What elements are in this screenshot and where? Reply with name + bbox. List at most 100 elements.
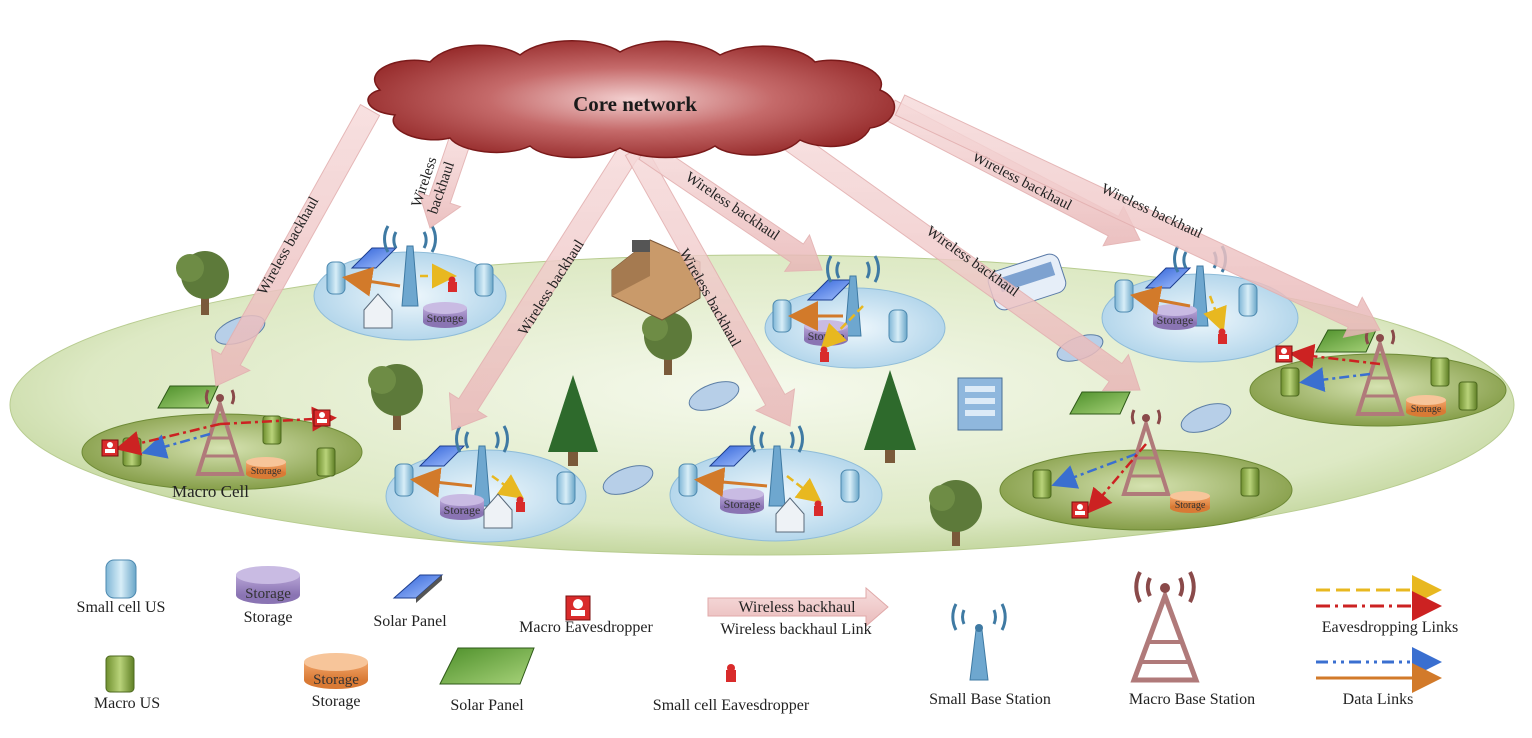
legend-macro-us: Macro US <box>94 695 160 712</box>
tree-icon <box>642 312 692 375</box>
storage-icon-text: Storage <box>1411 404 1442 415</box>
storage-icon-text: Storage <box>251 466 282 477</box>
macro-eavesdropper-icon <box>101 439 119 457</box>
house-icon <box>363 293 393 329</box>
office-building-icon <box>957 377 1003 431</box>
legend-small-cell-eavesdropper: Small cell Eavesdropper <box>653 697 810 714</box>
legend-data-links: Data Links <box>1343 691 1414 708</box>
tree-icon <box>368 364 423 430</box>
eavesdropping-link-yellow <box>786 475 822 504</box>
small-base-station-icon <box>951 603 1007 681</box>
small-cell-us-icon <box>474 263 494 297</box>
storage-orange-icon: Storage <box>1170 491 1210 513</box>
macro-us-icon <box>1280 367 1300 397</box>
small-cell-us-icon <box>678 463 698 497</box>
small-cell-us-icon <box>772 299 792 333</box>
macro-us-icon <box>1430 357 1450 387</box>
small-cell: Storage <box>1101 245 1299 363</box>
eavesdropping-link-red <box>1086 443 1147 514</box>
wireless-backhaul-arrow-icon: Wireless backhaul <box>707 586 889 628</box>
small-base-station-icon <box>826 255 880 337</box>
macro-base-station-icon <box>1355 329 1405 416</box>
small-cell-eavesdropper-icon <box>814 500 823 516</box>
storage-purple-icon: Storage <box>804 320 848 346</box>
car-icon <box>1180 403 1232 433</box>
legend-eavesdropping-links: Eavesdropping Links <box>1322 619 1458 636</box>
small-cell-eavesdropper-icon <box>1218 328 1227 344</box>
storage-icon-text: Storage <box>427 311 464 325</box>
storage-purple-icon: Storage <box>236 566 300 604</box>
small-cell-us-icon <box>1114 279 1134 313</box>
data-link-orange <box>410 467 473 498</box>
storage-icon-text: Storage <box>1157 313 1194 327</box>
eavesdropping-link-yellow <box>1203 295 1227 333</box>
building-icon <box>611 239 701 321</box>
storage-icon-text: Storage <box>444 503 481 517</box>
macro-us-icon <box>262 415 282 445</box>
macro-eavesdropper-icon <box>1071 501 1089 519</box>
eavesdropping-link-red <box>219 406 337 432</box>
small-cell: Storage <box>669 425 883 542</box>
tree-icon <box>176 251 229 315</box>
macro-us-icon <box>105 655 135 693</box>
legend-solar-panel-green: Solar Panel <box>450 697 524 714</box>
storage-purple-icon: Storage <box>720 488 764 514</box>
data-link-blue <box>1051 452 1137 489</box>
legend-wireless-backhaul-link: Wireless backhaul Link <box>720 621 871 638</box>
small-cell-eavesdropper-icon <box>516 496 525 512</box>
legend-small-base-station: Small Base Station <box>929 691 1051 708</box>
small-base-station-icon <box>383 225 437 307</box>
solar-panel-green-icon <box>439 647 535 685</box>
legend-wireless-backhaul-arrow: Wireless backhaul <box>738 599 856 616</box>
legend-solar-panel-blue: Solar Panel <box>373 613 447 630</box>
macro-eavesdropper-icon <box>1275 345 1293 363</box>
storage-icon-text: Storage <box>245 586 291 602</box>
macro-us-icon <box>122 437 142 467</box>
small-cell: Storage <box>385 425 587 543</box>
wireless-backhaul-label: Wireless backhaul <box>255 194 323 298</box>
macro-cell-label: Macro Cell <box>172 482 249 501</box>
macro-us-icon <box>1032 469 1052 499</box>
small-base-station-icon <box>455 425 509 507</box>
legend-small-cell-us: Small cell US <box>77 599 166 616</box>
core-network-label: Core network <box>573 92 697 116</box>
small-cell-eavesdropper-icon <box>726 664 736 682</box>
storage-purple-icon: Storage <box>1153 304 1197 330</box>
small-cell-us-icon <box>840 469 860 503</box>
small-cell-us-icon <box>326 261 346 295</box>
legend: Small cell US Storage Storage Solar Pane… <box>77 559 1458 714</box>
storage-icon-text: Storage <box>313 672 359 688</box>
macro-eavesdropper-icon <box>313 409 331 427</box>
small-cell-us-icon <box>556 471 576 505</box>
pine-tree-icon <box>548 375 598 466</box>
solar-panel-blue-icon <box>418 445 466 467</box>
data-link-orange <box>342 266 401 297</box>
small-cell-us-icon <box>394 463 414 497</box>
legend-storage-purple: Storage <box>244 609 293 626</box>
eavesdropping-link-yellow <box>820 305 864 350</box>
storage-icon-text: Storage <box>724 497 761 511</box>
legend-storage-orange: Storage <box>312 693 361 710</box>
car-icon <box>602 465 654 495</box>
eavesdropping-link-red <box>115 422 221 456</box>
macro-base-station-icon <box>195 389 245 476</box>
solar-panel-green-icon <box>1069 391 1131 415</box>
storage-orange-icon: Storage <box>1406 395 1446 417</box>
solar-panel-blue-icon <box>392 574 444 603</box>
house-icon <box>483 493 513 529</box>
tree-icon <box>929 480 982 546</box>
macro-eavesdropper-icon <box>565 595 591 621</box>
data-link-orange <box>694 467 768 498</box>
storage-orange-icon: Storage <box>304 653 368 689</box>
macro-base-station-icon <box>1130 571 1200 683</box>
storage-purple-icon: Storage <box>423 302 467 328</box>
core-network-cloud: Core network <box>367 40 896 159</box>
macro-us-icon <box>1240 467 1260 497</box>
legend-macro-eavesdropper: Macro Eavesdropper <box>519 619 653 636</box>
wireless-backhaul-label: Wireless backhaul <box>682 169 782 244</box>
macro-us-icon <box>1458 381 1478 411</box>
house-icon <box>775 497 805 533</box>
small-cell-eavesdropper-icon <box>448 276 457 292</box>
macro-base-station-icon <box>1121 409 1171 496</box>
